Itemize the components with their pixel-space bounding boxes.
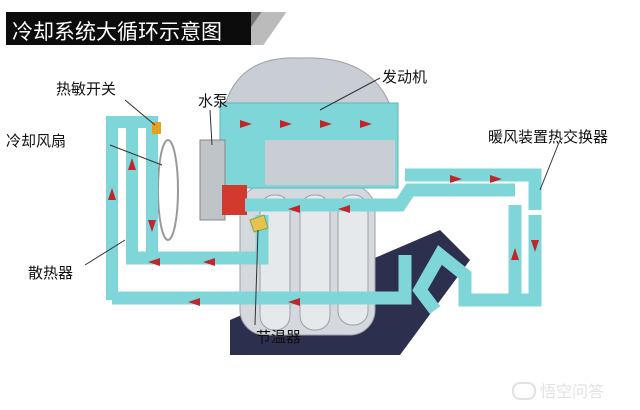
title-bar bbox=[6, 12, 251, 45]
radiator bbox=[106, 116, 158, 300]
label-thermostat: 节温器 bbox=[256, 328, 302, 346]
label-radiator: 散热器 bbox=[28, 264, 74, 282]
label-cooling-fan: 冷却风扇 bbox=[6, 132, 67, 150]
diagram-title: 冷却系统大循环示意图 bbox=[12, 20, 222, 44]
cooling-fan bbox=[157, 139, 179, 241]
watermark: 悟空问答 bbox=[540, 382, 605, 401]
water-pump bbox=[199, 139, 226, 221]
flow-arrows bbox=[108, 120, 539, 306]
label-heater-core: 暖风装置热交换器 bbox=[488, 128, 609, 146]
label-thermo-switch: 热敏开关 bbox=[56, 80, 117, 98]
leader-lines bbox=[84, 77, 561, 326]
coolant-pipes bbox=[112, 168, 542, 314]
thermostat bbox=[249, 214, 269, 233]
watermark-icon bbox=[512, 382, 536, 400]
engine-head bbox=[224, 57, 391, 106]
label-engine: 发动机 bbox=[382, 68, 428, 86]
label-water-pump: 水泵 bbox=[198, 92, 229, 110]
